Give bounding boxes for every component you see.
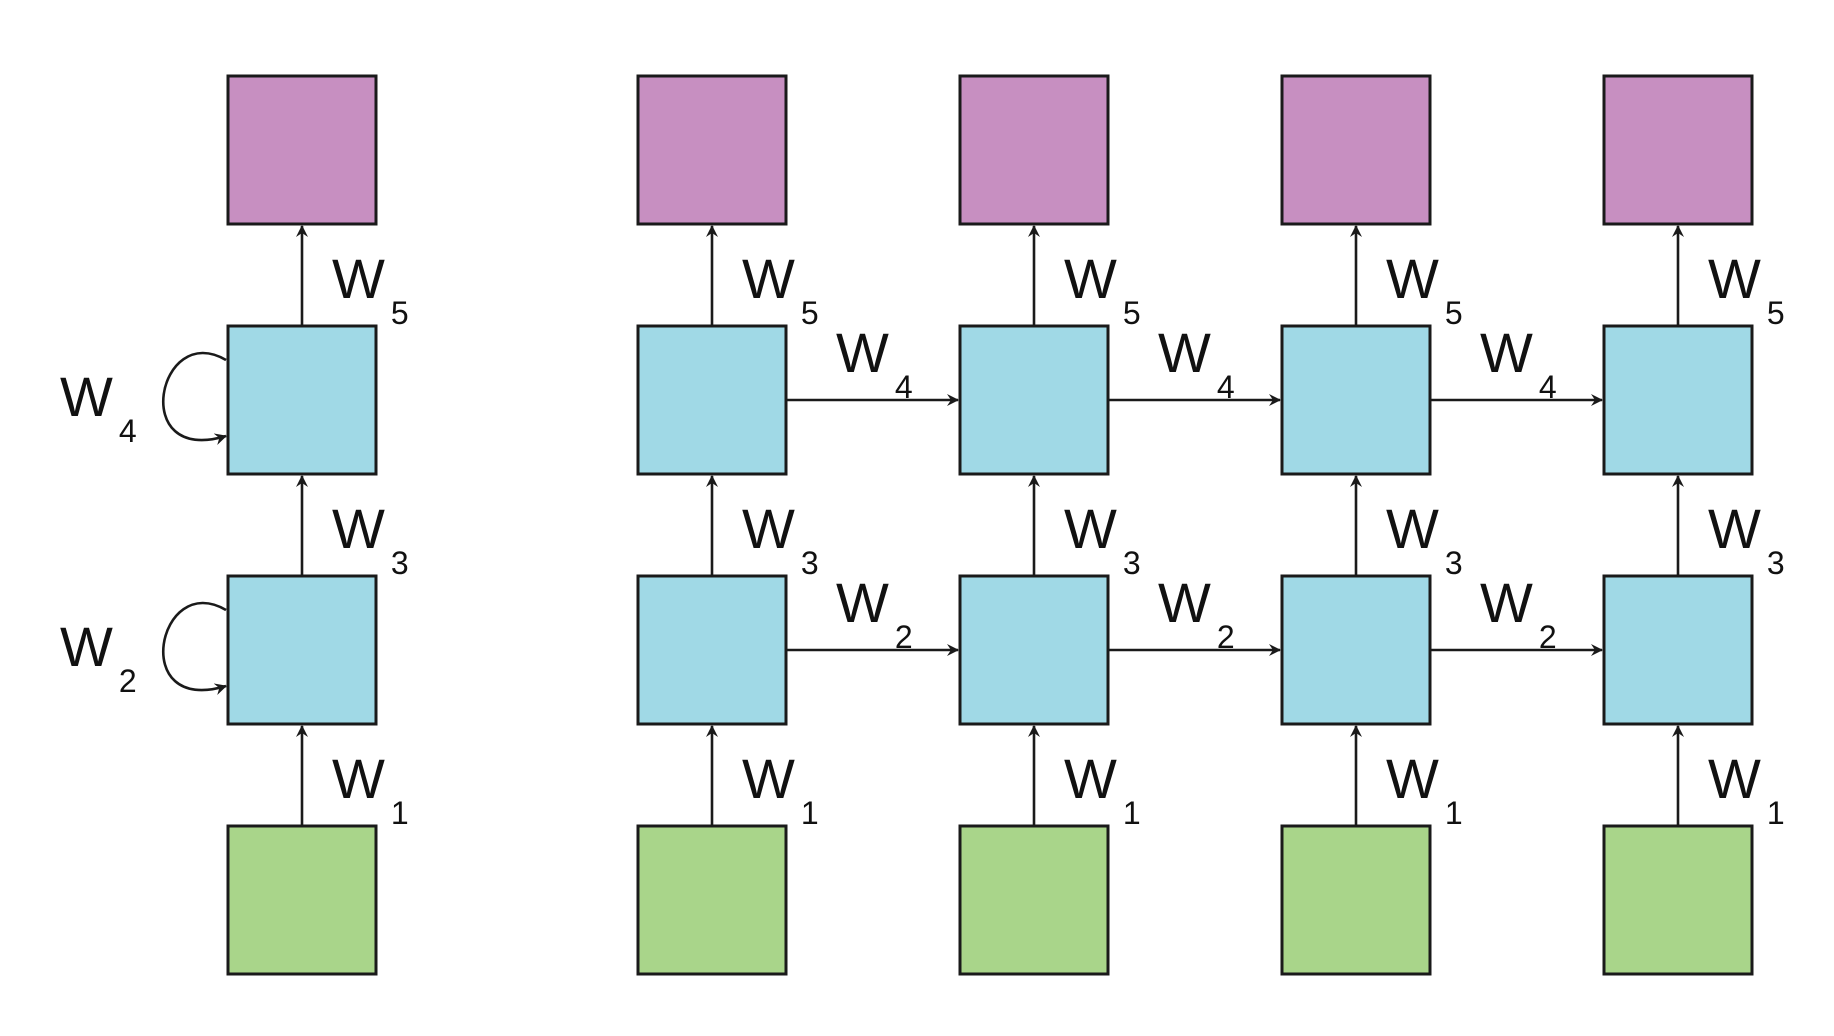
- unrolled-hidden-node-t2-l1: [958, 574, 1110, 726]
- unrolled-hidden-node-t2-l2: [958, 324, 1110, 476]
- unrolled-input-node-t2-l0: [958, 824, 1110, 976]
- unrolled-label-w2-t3: W2: [1480, 571, 1557, 655]
- rolled-label-w2: W2: [60, 615, 137, 699]
- unrolled-label-w4-t2: W4: [1158, 321, 1235, 405]
- unrolled-hidden-node-t1-l1: [636, 574, 788, 726]
- unrolled-output-node-t4-l3: [1602, 74, 1754, 226]
- unrolled-input-node-t1-l0: [636, 824, 788, 976]
- unrolled-label-w1-t4: W1: [1708, 747, 1785, 831]
- unrolled-input-node-t4-l0: [1602, 824, 1754, 976]
- rolled-label-w3: W3: [332, 497, 409, 581]
- rolled-label-w4: W4: [60, 365, 137, 449]
- rolled-label-w5: W5: [332, 247, 409, 331]
- unrolled-input-node-t3-l0: [1280, 824, 1432, 976]
- rolled-hidden-node-2: [226, 324, 378, 476]
- unrolled-label-w4-t3: W4: [1480, 321, 1557, 405]
- unrolled-hidden-node-t3-l1: [1280, 574, 1432, 726]
- rolled-self-loop-w4: [162, 351, 227, 445]
- unrolled-label-w1-t2: W1: [1064, 747, 1141, 831]
- rolled-input-node-0: [226, 824, 378, 976]
- rolled-hidden-node-1: [226, 574, 378, 726]
- unrolled-label-w5-t3: W5: [1386, 247, 1463, 331]
- unrolled-label-w1-t3: W1: [1386, 747, 1463, 831]
- unrolled-label-w5-t2: W5: [1064, 247, 1141, 331]
- rolled-label-w1: W1: [332, 747, 409, 831]
- unrolled-label-w3-t4: W3: [1708, 497, 1785, 581]
- unrolled-label-w4-t1: W4: [836, 321, 913, 405]
- rolled-self-loop-w2: [162, 601, 227, 695]
- unrolled-label-w2-t1: W2: [836, 571, 913, 655]
- unrolled-hidden-node-t4-l1: [1602, 574, 1754, 726]
- unrolled-hidden-node-t1-l2: [636, 324, 788, 476]
- unrolled-label-w3-t3: W3: [1386, 497, 1463, 581]
- rolled-output-node-3: [226, 74, 378, 226]
- unrolled-output-node-t3-l3: [1280, 74, 1432, 226]
- unrolled-hidden-node-t3-l2: [1280, 324, 1432, 476]
- unrolled-output-node-t1-l3: [636, 74, 788, 226]
- unrolled-hidden-node-t4-l2: [1602, 324, 1754, 476]
- unrolled-label-w3-t2: W3: [1064, 497, 1141, 581]
- unrolled-label-w1-t1: W1: [742, 747, 819, 831]
- unrolled-label-w3-t1: W3: [742, 497, 819, 581]
- unrolled-output-node-t2-l3: [958, 74, 1110, 226]
- unrolled-label-w5-t4: W5: [1708, 247, 1785, 331]
- unrolled-label-w5-t1: W5: [742, 247, 819, 331]
- unrolled-label-w2-t2: W2: [1158, 571, 1235, 655]
